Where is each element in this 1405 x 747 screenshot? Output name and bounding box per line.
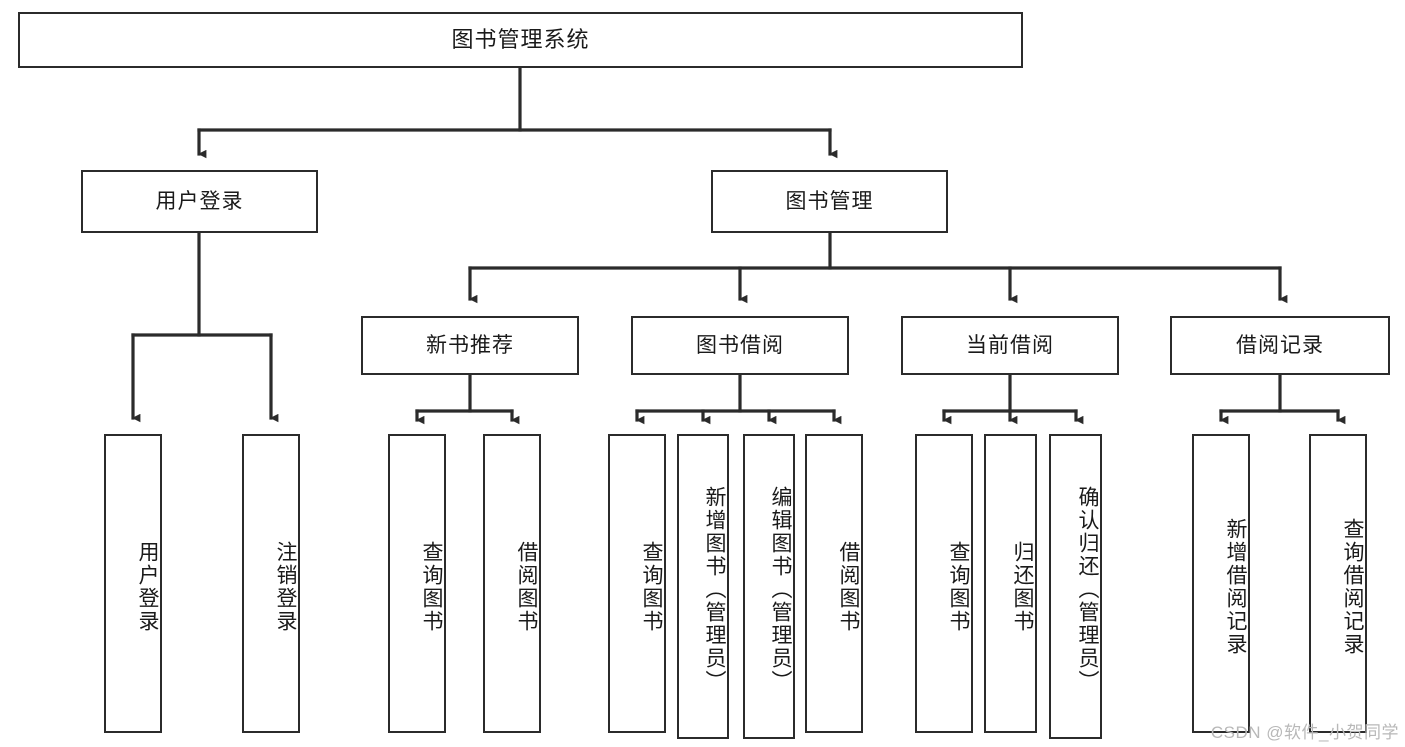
node-label: 注销登录 [274, 540, 297, 633]
node-borrow-record[interactable]: 借阅记录 [1170, 316, 1390, 375]
csdn-watermark: CSDN @软件_小贺同学 [1210, 723, 1399, 742]
node-book-management-group[interactable]: 图书管理 [711, 170, 948, 233]
leaf-recommend-query-book[interactable]: 查询图书 [388, 434, 446, 733]
leaf-user-login[interactable]: 用户登录 [104, 434, 162, 733]
node-label: 当前借阅 [966, 333, 1054, 357]
leaf-record-add-record[interactable]: 新增借阅记录 [1192, 434, 1250, 733]
leaf-borrow-borrow-book[interactable]: 借阅图书 [805, 434, 863, 733]
node-book-borrow[interactable]: 图书借阅 [631, 316, 849, 375]
node-label: 图书借阅 [696, 333, 784, 357]
node-label: 借阅图书 [837, 540, 860, 633]
node-label: 借阅记录 [1236, 333, 1324, 357]
node-label: 新书推荐 [426, 333, 514, 357]
leaf-borrow-edit-book-admin[interactable]: 编辑图书（管理员） [743, 434, 795, 739]
node-root-system[interactable]: 图书管理系统 [18, 12, 1023, 68]
leaf-record-query-record[interactable]: 查询借阅记录 [1309, 434, 1367, 733]
node-label: 图书管理系统 [451, 26, 590, 52]
node-new-book-recommend[interactable]: 新书推荐 [361, 316, 579, 375]
node-label: 确认归还（管理员） [1076, 486, 1099, 693]
leaf-borrow-add-book-admin[interactable]: 新增图书（管理员） [677, 434, 729, 739]
node-label: 用户登录 [155, 189, 244, 213]
node-user-login-group[interactable]: 用户登录 [81, 170, 318, 233]
leaf-borrow-query-book[interactable]: 查询图书 [608, 434, 666, 733]
node-label: 借阅图书 [515, 540, 538, 633]
node-label: 查询图书 [640, 540, 663, 633]
node-current-borrow[interactable]: 当前借阅 [901, 316, 1119, 375]
leaf-recommend-borrow-book[interactable]: 借阅图书 [483, 434, 541, 733]
node-label: 查询图书 [420, 540, 443, 633]
node-label: 新增借阅记录 [1224, 517, 1247, 656]
leaf-current-confirm-return-admin[interactable]: 确认归还（管理员） [1049, 434, 1102, 739]
leaf-user-logout[interactable]: 注销登录 [242, 434, 300, 733]
node-label: 用户登录 [136, 540, 159, 633]
leaf-current-return-book[interactable]: 归还图书 [984, 434, 1037, 733]
node-label: 查询图书 [947, 540, 970, 633]
node-label: 查询借阅记录 [1341, 517, 1364, 656]
node-label: 编辑图书（管理员） [769, 486, 792, 693]
leaf-current-query-book[interactable]: 查询图书 [915, 434, 973, 733]
node-label: 新增图书（管理员） [703, 486, 726, 693]
node-label: 归还图书 [1011, 540, 1034, 633]
node-label: 图书管理 [785, 189, 874, 213]
